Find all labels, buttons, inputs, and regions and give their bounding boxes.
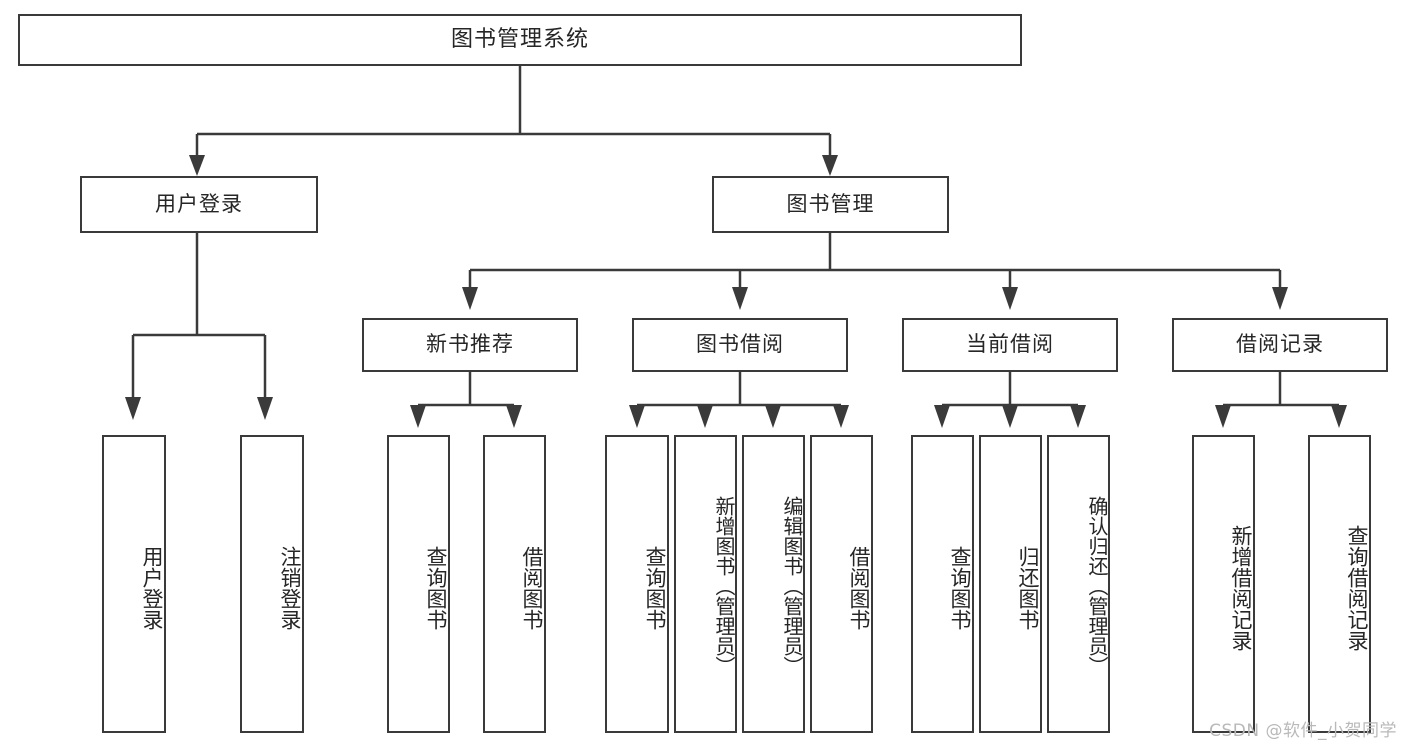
leaf-recommend-borrow-book[interactable]: 借阅图书: [483, 435, 546, 733]
leaf-borrow-query-book[interactable]: 查询图书: [605, 435, 669, 733]
leaf-records-add-record[interactable]: 新增借阅记录: [1192, 435, 1255, 733]
leaf-current-return-book[interactable]: 归还图书: [979, 435, 1042, 733]
node-borrow-records[interactable]: 借阅记录: [1172, 318, 1388, 372]
leaf-current-query-book[interactable]: 查询图书: [911, 435, 974, 733]
leaf-borrow-add-book-admin[interactable]: 新增图书（管理员）: [674, 435, 737, 733]
leaf-records-query-record[interactable]: 查询借阅记录: [1308, 435, 1371, 733]
leaf-borrow-borrow-book[interactable]: 借阅图书: [810, 435, 873, 733]
leaf-user-login-login[interactable]: 用户登录: [102, 435, 166, 733]
leaf-borrow-edit-book-admin[interactable]: 编辑图书（管理员）: [742, 435, 805, 733]
leaf-recommend-query-book[interactable]: 查询图书: [387, 435, 450, 733]
leaf-user-login-logout[interactable]: 注销登录: [240, 435, 304, 733]
node-current-borrow[interactable]: 当前借阅: [902, 318, 1118, 372]
node-new-book-recommend[interactable]: 新书推荐: [362, 318, 578, 372]
node-user-login[interactable]: 用户登录: [80, 176, 318, 233]
node-root-system[interactable]: 图书管理系统: [18, 14, 1022, 66]
leaf-current-confirm-return-admin[interactable]: 确认归还（管理员）: [1047, 435, 1110, 733]
node-book-management[interactable]: 图书管理: [712, 176, 949, 233]
node-book-borrow[interactable]: 图书借阅: [632, 318, 848, 372]
csdn-watermark: CSDN @软件_小贺同学: [1209, 721, 1397, 741]
